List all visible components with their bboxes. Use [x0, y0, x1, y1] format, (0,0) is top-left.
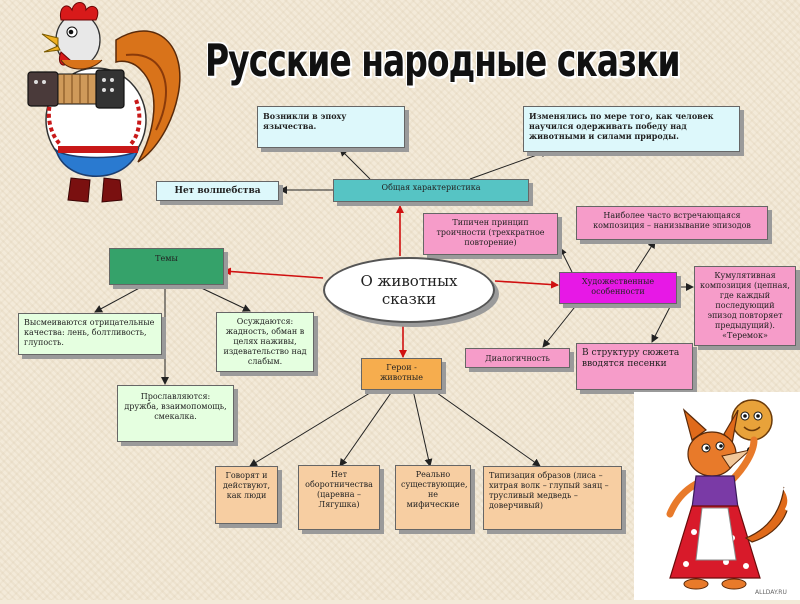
arrow-art-songs: [651, 302, 673, 343]
fox-illustration: [666, 399, 791, 590]
rooster-illustration: [27, 2, 181, 203]
box-talk: Говорят и действуют, как люди: [215, 466, 278, 524]
box-themes: Темы: [109, 248, 224, 285]
arrow-center-themes: [223, 267, 324, 279]
arrow-themes-condemn: [194, 284, 251, 312]
fox-panel: [634, 392, 800, 600]
box-triplicity: Типичен принцип троичности (трехкратное …: [423, 213, 558, 255]
box-glorify: Прославляются: дружба, взаимопомощь, сме…: [117, 385, 234, 442]
arrow-art-chain: [634, 240, 656, 273]
arrow-art-triplicity: [559, 247, 573, 273]
arrow-art-dialog: [542, 302, 579, 348]
box-ridicule: Высмеиваются отрицательные качества: лен…: [18, 313, 162, 355]
arrow-heroes-real: [412, 389, 433, 467]
arrow-general-era: [339, 148, 371, 180]
box-real: Реально существующие, не мифические: [395, 465, 471, 530]
box-typing: Типизация образов (лиса – хитрая волк – …: [483, 466, 622, 530]
center-node-label: О животных сказки: [360, 272, 458, 308]
box-no-magic: Нет волшебства: [156, 181, 279, 201]
arrow-heroes-typing: [429, 387, 541, 467]
box-era: Возникли в эпоху язычества.: [257, 106, 405, 148]
watermark: ALLDAY.RU: [755, 589, 787, 596]
arrow-themes-ridicule: [94, 284, 146, 313]
box-no-werewolf: Нет оборотничества (царевна – Лягушка): [298, 465, 380, 530]
box-heroes: Герои - животные: [361, 358, 442, 390]
arrow-general-change: [469, 149, 549, 180]
box-songs: В структуру сюжета вводятся песенки: [576, 343, 693, 390]
box-chain: Наиболее часто встречающаяся композиция …: [576, 206, 768, 240]
box-condemn: Осуждаются: жадность, обман в целях нажи…: [216, 312, 314, 372]
arrow-heroes-nowere: [339, 389, 394, 467]
box-cumulative: Кумулятивная композиция (цепная, где каж…: [694, 266, 796, 346]
page-title: Русские народные сказки: [205, 33, 681, 87]
box-dialog: Диалогичность: [465, 348, 570, 368]
box-change: Изменялись по мере того, как человек нау…: [523, 106, 740, 152]
box-art-features: Художественные особенности: [559, 272, 677, 304]
arrow-center-art: [494, 280, 559, 289]
arrow-heroes-talk: [249, 387, 379, 467]
box-general: Общая характеристика: [333, 179, 529, 202]
center-node: О животных сказки: [323, 257, 495, 323]
